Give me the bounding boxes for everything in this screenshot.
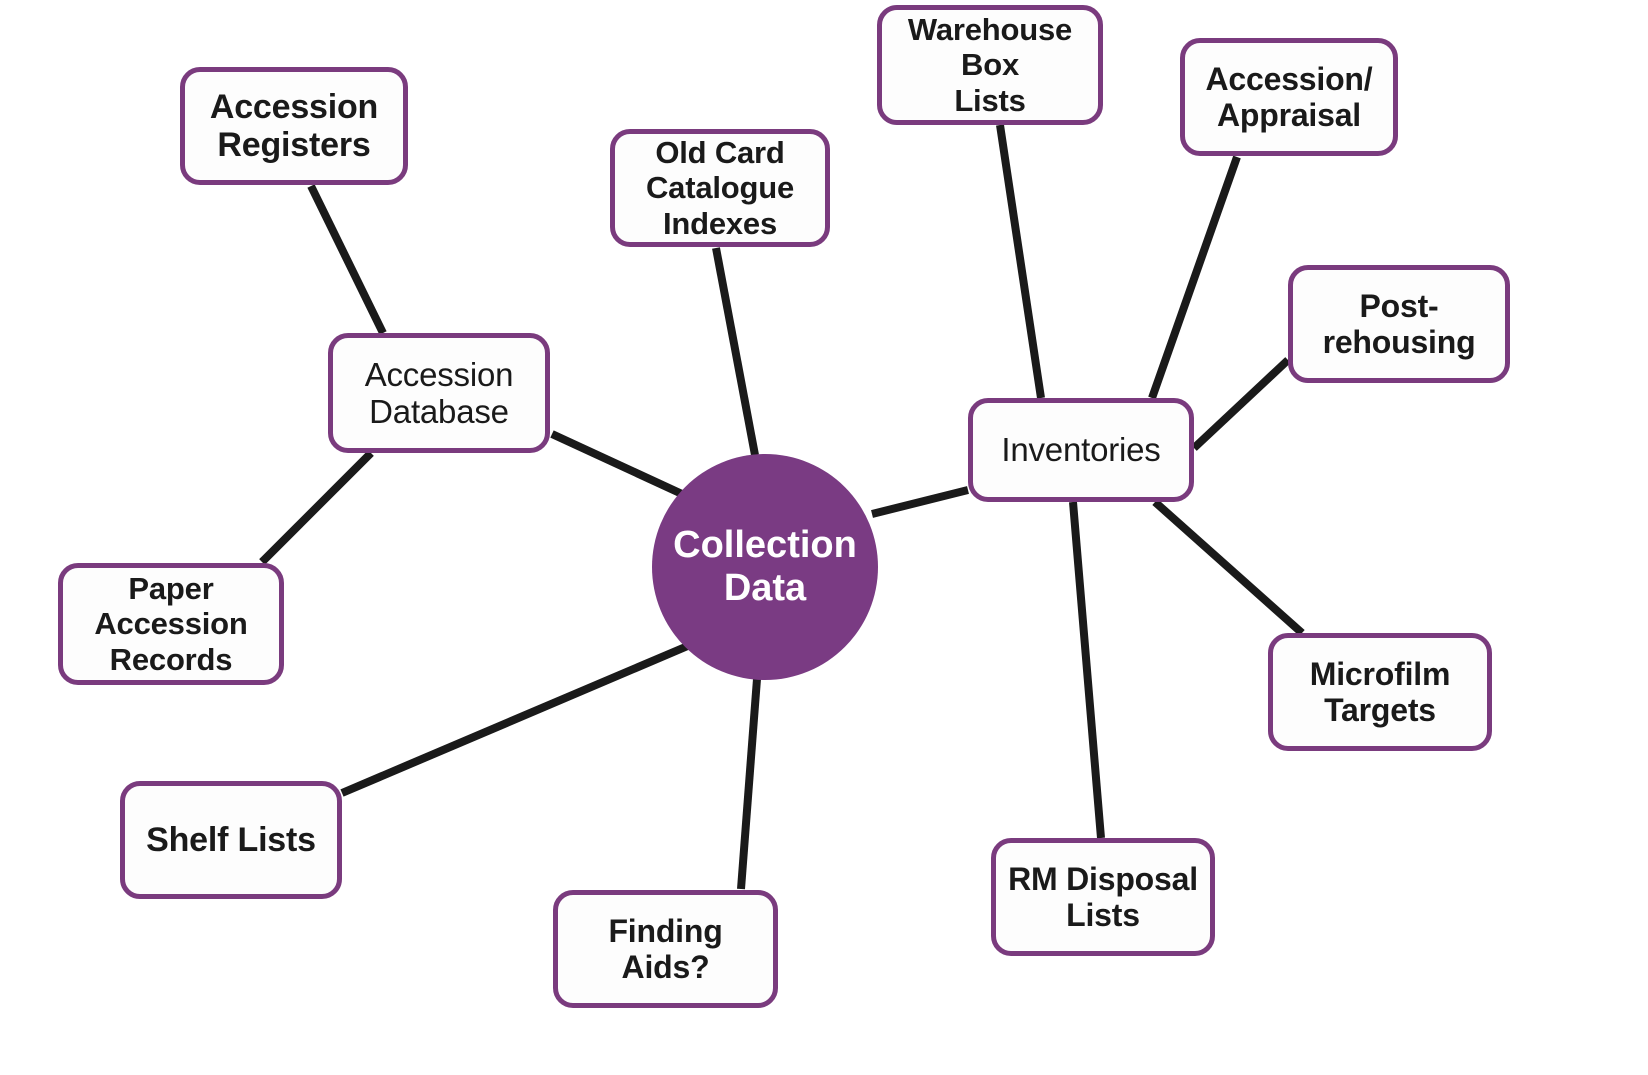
node-post-rehousing[interactable]: Post-rehousing [1288,265,1510,383]
edge-inventories-accession-appraisal [1148,155,1241,400]
node-accession-registers[interactable]: Accession Registers [180,67,408,185]
node-label-finding-aids: Finding Aids? [608,912,723,985]
node-label-shelf-lists: Shelf Lists [146,820,316,859]
node-label-microfilm-targets: Microfilm Targets [1309,655,1451,728]
hub-label: Collection Data [673,523,857,609]
edge-hub-inventories [871,486,969,518]
edge-inventories-rm-disposal-lists [1069,501,1105,839]
node-inventories[interactable]: Inventories [968,398,1194,502]
edge-inventories-microfilm-targets [1152,499,1305,636]
node-accession-appraisal[interactable]: Accession/ Appraisal [1180,38,1398,156]
edge-hub-accession-database [550,430,684,498]
node-paper-accession-records[interactable]: Paper Accession Records [58,563,284,685]
node-label-old-card-catalogue-indexes: Old Card Catalogue Indexes [645,135,795,241]
node-old-card-catalogue-indexes[interactable]: Old Card Catalogue Indexes [610,129,830,247]
node-label-accession-registers: Accession Registers [209,87,379,164]
node-label-accession-appraisal: Accession/ Appraisal [1205,60,1373,133]
node-label-rm-disposal-lists: RM Disposal Lists [1008,860,1198,933]
node-label-accession-database: Accession Database [364,355,514,430]
node-label-warehouse-box-lists: Warehouse Box Lists [907,12,1073,118]
node-shelf-lists[interactable]: Shelf Lists [120,781,342,899]
node-label-paper-accession-records: Paper Accession Records [94,571,248,677]
node-finding-aids[interactable]: Finding Aids? [553,890,778,1008]
edge-inventories-warehouse-box-lists [996,124,1045,399]
node-accession-database[interactable]: Accession Database [328,333,550,453]
edge-hub-shelf-lists [340,641,692,797]
node-label-inventories: Inventories [1001,431,1161,469]
edge-inventories-post-rehousing [1191,357,1291,451]
edge-accession-database-paper-records [259,450,374,565]
node-rm-disposal-lists[interactable]: RM Disposal Lists [991,838,1215,956]
node-microfilm-targets[interactable]: Microfilm Targets [1268,633,1492,751]
node-warehouse-box-lists[interactable]: Warehouse Box Lists [877,5,1103,125]
hub-node-collection-data[interactable]: Collection Data [652,454,878,680]
edge-hub-finding-aids [737,678,761,890]
edge-accession-database-registers [307,184,387,335]
edge-hub-old-card-catalogue [712,247,759,456]
node-label-post-rehousing: Post-rehousing [1322,287,1476,360]
